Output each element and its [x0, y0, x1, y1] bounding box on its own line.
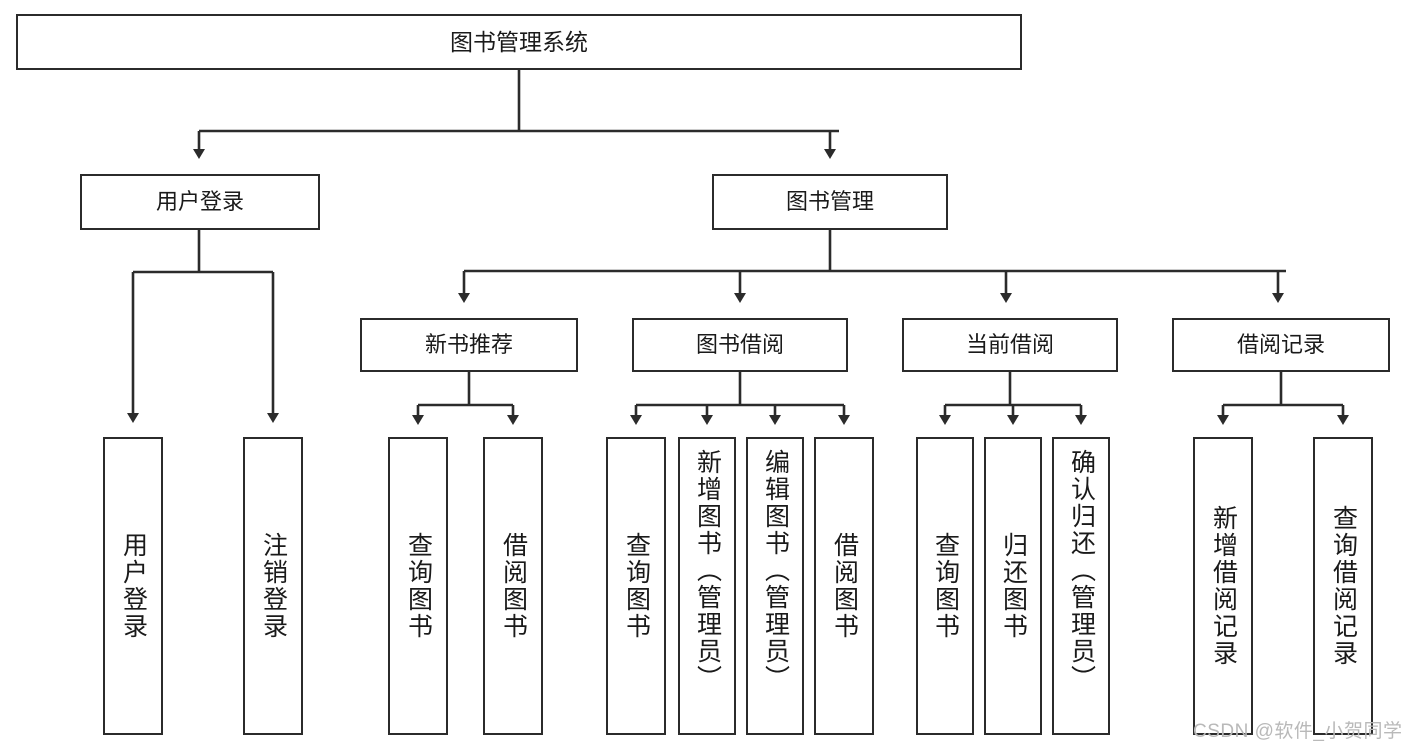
node-user-login[interactable]: 用户登录 — [80, 174, 320, 230]
node-leaf-user-login-label: 用户登录 — [119, 532, 148, 640]
node-leaf-query-book-2[interactable]: 查询图书 — [606, 437, 666, 735]
node-leaf-query-book-3-label: 查询图书 — [931, 532, 960, 640]
node-book-borrow[interactable]: 图书借阅 — [632, 318, 848, 372]
node-book-borrow-label: 图书借阅 — [695, 332, 784, 358]
node-root[interactable]: 图书管理系统 — [16, 14, 1022, 70]
node-root-label: 图书管理系统 — [450, 28, 588, 55]
node-leaf-user-logout[interactable]: 注销登录 — [243, 437, 303, 735]
node-leaf-user-login[interactable]: 用户登录 — [103, 437, 163, 735]
node-leaf-borrow-book-1[interactable]: 借阅图书 — [483, 437, 543, 735]
node-current-borrow[interactable]: 当前借阅 — [902, 318, 1118, 372]
node-leaf-confirm-return-label: 确认归还（管理员） — [1067, 449, 1096, 692]
node-new-book-recommend[interactable]: 新书推荐 — [360, 318, 578, 372]
node-leaf-query-book-1-label: 查询图书 — [404, 532, 433, 640]
node-book-manage[interactable]: 图书管理 — [712, 174, 948, 230]
node-new-book-recommend-label: 新书推荐 — [424, 332, 513, 358]
node-leaf-add-book-label: 新增图书（管理员） — [693, 449, 722, 692]
node-leaf-edit-book-label: 编辑图书（管理员） — [761, 449, 790, 692]
node-user-login-label: 用户登录 — [155, 189, 244, 215]
node-leaf-query-record-label: 查询借阅记录 — [1329, 505, 1358, 667]
csdn-watermark: CSDN @软件_小贺同学 — [1193, 721, 1403, 742]
node-borrow-record-label: 借阅记录 — [1236, 332, 1325, 358]
node-leaf-query-book-1[interactable]: 查询图书 — [388, 437, 448, 735]
node-leaf-borrow-book-2[interactable]: 借阅图书 — [814, 437, 874, 735]
node-leaf-query-book-2-label: 查询图书 — [622, 532, 651, 640]
node-book-manage-label: 图书管理 — [785, 189, 874, 215]
node-leaf-borrow-book-1-label: 借阅图书 — [499, 532, 528, 640]
node-current-borrow-label: 当前借阅 — [965, 332, 1054, 358]
node-leaf-add-book[interactable]: 新增图书（管理员） — [678, 437, 736, 735]
node-leaf-user-logout-label: 注销登录 — [259, 532, 288, 640]
node-leaf-edit-book[interactable]: 编辑图书（管理员） — [746, 437, 804, 735]
node-leaf-return-book[interactable]: 归还图书 — [984, 437, 1042, 735]
node-leaf-return-book-label: 归还图书 — [999, 532, 1028, 640]
node-leaf-query-book-3[interactable]: 查询图书 — [916, 437, 974, 735]
node-borrow-record[interactable]: 借阅记录 — [1172, 318, 1390, 372]
node-leaf-add-record-label: 新增借阅记录 — [1209, 505, 1238, 667]
node-leaf-query-record[interactable]: 查询借阅记录 — [1313, 437, 1373, 735]
node-leaf-confirm-return[interactable]: 确认归还（管理员） — [1052, 437, 1110, 735]
node-leaf-add-record[interactable]: 新增借阅记录 — [1193, 437, 1253, 735]
node-leaf-borrow-book-2-label: 借阅图书 — [830, 532, 859, 640]
